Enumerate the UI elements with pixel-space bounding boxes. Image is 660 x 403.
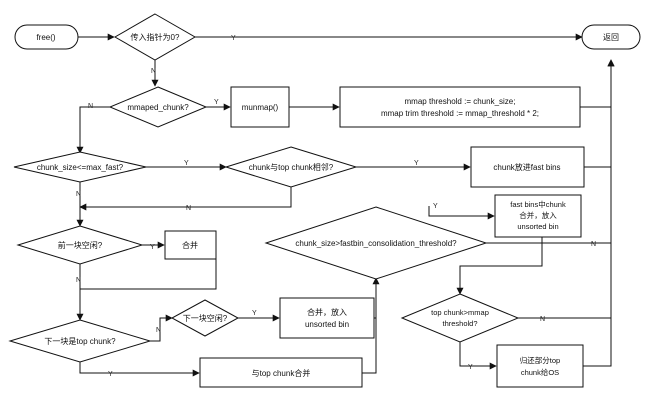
decision-label-line2: threshold? — [442, 319, 477, 328]
label-yes: Y — [468, 364, 473, 371]
decision-fast: chunk_size<=max_fast? — [13, 151, 147, 183]
edge-nexttop-yes — [79, 362, 200, 377]
end-label: 返回 — [603, 33, 619, 42]
edge-fastbins-to-end — [584, 59, 615, 168]
edge-consol-yes — [428, 206, 495, 220]
label-yes: Y — [252, 310, 257, 317]
label-yes: Y — [150, 244, 155, 251]
edge-topmmap-yes — [459, 342, 497, 370]
edge-mergetop-to-consol — [362, 277, 380, 374]
process-box — [496, 344, 584, 388]
edge-nexttop-no — [150, 314, 173, 342]
label-no: N — [186, 205, 191, 212]
process-label-line1: 合并，放入 — [307, 307, 347, 317]
process-mmap-threshold: mmap threshold := chunk_size; mmap trim … — [339, 86, 581, 128]
edge-returnos-to-end — [583, 60, 612, 367]
end-terminator — [581, 24, 641, 50]
label-yes: Y — [433, 203, 438, 210]
process-label-line1: 归还部分top — [520, 355, 560, 365]
decision-label: 下一块是top chunk? — [44, 336, 116, 346]
decision-label: mmaped_chunk? — [127, 103, 189, 112]
label-yes: Y — [214, 99, 219, 106]
decision-null-pointer: 传入指针为0? — [113, 13, 197, 61]
decision-diamond — [13, 151, 147, 183]
decision-top-adjacent: chunk与top chunk相邻? — [224, 146, 358, 188]
decision-label: 下一块空闲? — [183, 313, 228, 323]
start-node: free() — [14, 24, 79, 50]
decision-top-mmap: top chunk>mmap threshold? — [400, 293, 520, 343]
label-yes: Y — [231, 35, 236, 42]
start-label: free() — [36, 33, 55, 42]
decision-diamond — [113, 13, 197, 61]
process-box — [279, 297, 375, 339]
process-label: 与top chunk合并 — [252, 368, 311, 378]
label-no: N — [88, 103, 93, 110]
process-label: 合并 — [182, 240, 198, 250]
decision-diamond — [16, 225, 144, 265]
end-node: 返回 — [581, 24, 641, 50]
process-merge1: 合并 — [164, 230, 217, 260]
decision-next-top: 下一块是top chunk? — [8, 319, 152, 363]
edge-topadj-no — [79, 187, 292, 211]
label-no: N — [76, 277, 81, 284]
edge-merge1-down — [80, 245, 217, 290]
label-no: N — [76, 191, 81, 198]
process-box — [199, 357, 363, 388]
process-to-fastbins: chunk放进fast bins — [470, 146, 585, 188]
process-box — [470, 146, 585, 188]
process-merge-fast: fast bins中chunk 合并，放入 unsorted bin — [494, 194, 582, 238]
process-box — [230, 86, 290, 128]
process-box — [339, 86, 581, 128]
label-no: N — [591, 241, 596, 248]
label-yes: Y — [414, 160, 419, 167]
decision-label: 传入指针为0? — [131, 32, 180, 42]
process-label: munmap() — [242, 103, 279, 112]
edge-mmaped-no — [76, 106, 110, 154]
label-no: N — [156, 327, 161, 334]
decision-diamond — [8, 319, 152, 363]
decision-prev-free: 前一块空闲? — [16, 225, 144, 265]
decision-diamond — [170, 299, 240, 337]
edge-labels: Y N N Y Y Y N N Y N N Y Y Y N N Y — [76, 35, 596, 378]
start-terminator — [14, 24, 79, 50]
label-no: N — [151, 68, 156, 75]
edge-thr-to-end — [580, 59, 615, 108]
process-label-line1: mmap threshold := chunk_size; — [405, 97, 516, 106]
decision-label-line1: top chunk>mmap — [431, 308, 489, 317]
decision-label: chunk_size<=max_fast? — [37, 163, 124, 172]
edge-mergefast-down — [456, 237, 543, 295]
process-label-line1: fast bins中chunk — [510, 199, 566, 209]
decision-diamond — [108, 86, 208, 128]
decision-mmaped: mmaped_chunk? — [108, 86, 208, 128]
process-label-line2: 合并，放入 — [519, 210, 557, 220]
process-label: chunk放进fast bins — [493, 162, 560, 172]
label-yes: Y — [184, 160, 189, 167]
label-yes: Y — [108, 371, 113, 378]
connector-lines — [76, 33, 615, 377]
process-merge-unsorted: 合并，放入 unsorted bin — [279, 297, 375, 339]
process-label-line3: unsorted bin — [517, 222, 558, 231]
decision-label: chunk与top chunk相邻? — [249, 162, 334, 172]
process-munmap: munmap() — [230, 86, 290, 128]
decision-diamond — [264, 206, 488, 280]
process-label-line2: mmap trim threshold := mmap_threshold * … — [381, 109, 539, 118]
decision-diamond — [400, 293, 520, 343]
process-merge-top: 与top chunk合并 — [199, 357, 363, 388]
decision-next-free: 下一块空闲? — [170, 299, 240, 337]
process-return-os: 归还部分top chunk给OS — [496, 344, 584, 388]
process-label-line2: unsorted bin — [305, 320, 349, 329]
process-box — [494, 194, 582, 238]
decision-consolidation: chunk_size>fastbin_consolidation_thresho… — [264, 206, 488, 280]
label-no: N — [540, 316, 545, 323]
decision-diamond — [224, 146, 358, 188]
process-label-line2: chunk给OS — [521, 367, 559, 377]
process-box — [164, 230, 217, 260]
decision-label: 前一块空闲? — [58, 240, 103, 250]
decision-label: chunk_size>fastbin_consolidation_thresho… — [295, 239, 457, 248]
